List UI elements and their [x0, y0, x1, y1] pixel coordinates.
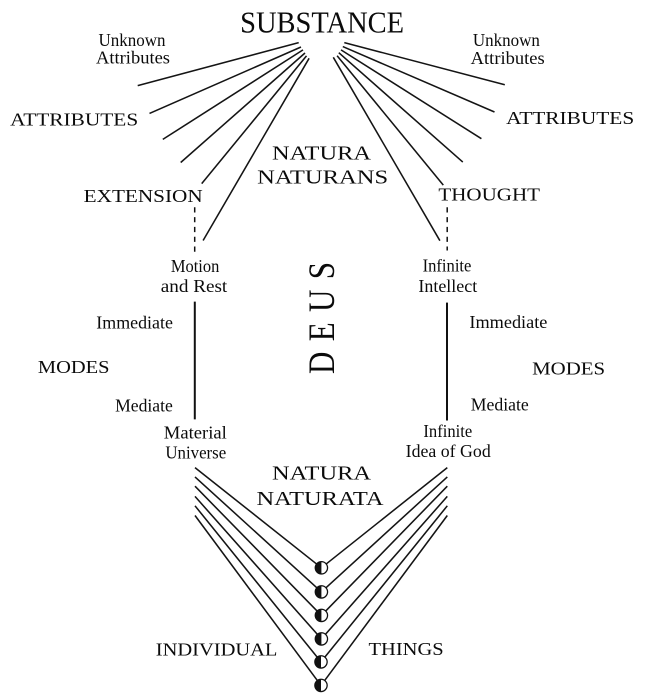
svg-text:Material: Material [164, 423, 227, 443]
svg-text:Unknown: Unknown [473, 30, 540, 50]
svg-text:Immediate: Immediate [96, 313, 173, 333]
svg-text:MODES: MODES [532, 359, 605, 379]
svg-text:Idea of God: Idea of God [406, 441, 491, 461]
svg-text:Universe: Universe [165, 443, 226, 463]
svg-text:Intellect: Intellect [418, 276, 477, 296]
svg-text:Attributes: Attributes [96, 48, 170, 68]
svg-text:EXTENSION: EXTENSION [84, 186, 203, 206]
svg-text:SUBSTANCE: SUBSTANCE [240, 6, 404, 40]
svg-text:THOUGHT: THOUGHT [438, 185, 540, 205]
svg-text:Mediate: Mediate [115, 395, 173, 415]
svg-text:MODES: MODES [38, 357, 110, 377]
svg-text:and Rest: and Rest [161, 276, 228, 296]
svg-text:THINGS: THINGS [369, 639, 444, 659]
svg-text:Infinite: Infinite [423, 421, 472, 441]
svg-text:ATTRIBUTES: ATTRIBUTES [10, 110, 138, 130]
svg-text:Unknown: Unknown [99, 30, 166, 50]
svg-text:Attributes: Attributes [471, 48, 545, 68]
svg-text:ATTRIBUTES: ATTRIBUTES [506, 108, 634, 128]
svg-text:NATURANS: NATURANS [257, 166, 388, 188]
svg-text:Motion: Motion [171, 256, 220, 276]
svg-text:NATURA: NATURA [272, 463, 371, 485]
svg-text:Mediate: Mediate [471, 394, 529, 414]
svg-text:NATURATA: NATURATA [257, 488, 384, 510]
svg-text:Immediate: Immediate [469, 312, 547, 332]
svg-text:Infinite: Infinite [423, 256, 472, 276]
svg-text:NATURA: NATURA [272, 143, 371, 165]
svg-text:INDIVIDUAL: INDIVIDUAL [156, 640, 278, 660]
